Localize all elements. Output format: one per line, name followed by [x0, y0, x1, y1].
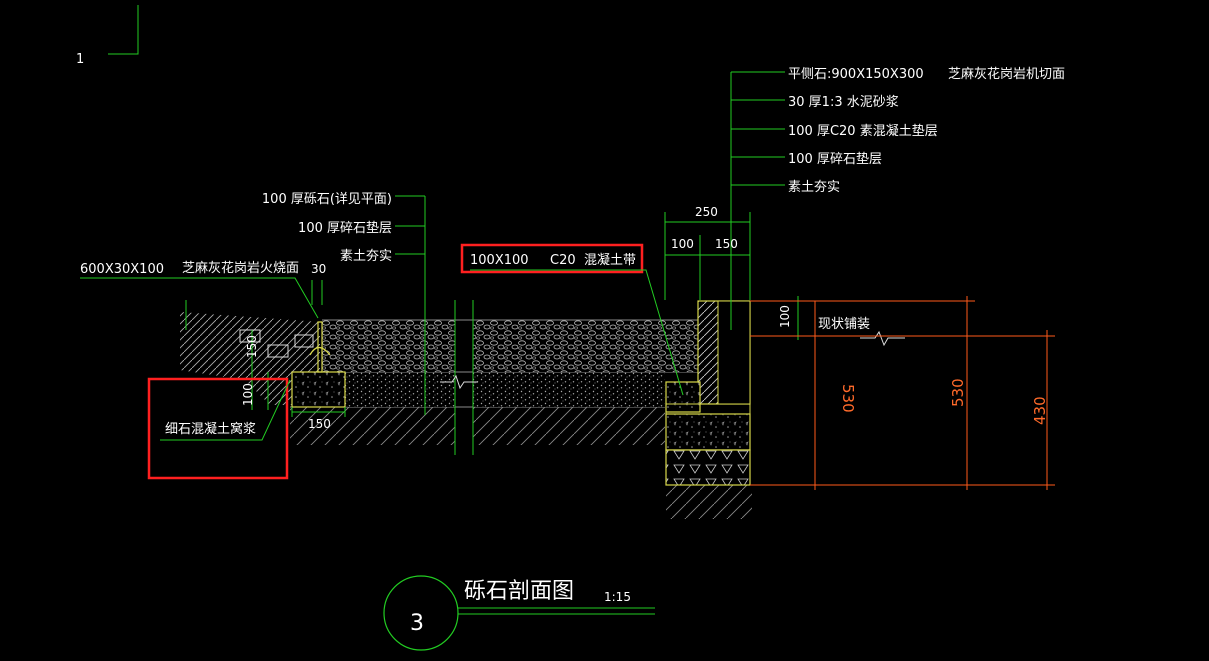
paver-size: 600X30X100 [80, 262, 164, 277]
corner-mark: 1 [76, 5, 139, 67]
left-paving [180, 312, 320, 405]
concrete-band-leader [470, 269, 684, 396]
haunch-leader [160, 379, 291, 441]
paver-dim-lines [311, 280, 323, 305]
paver-material: 芝麻灰花岗岩火烧面 [182, 260, 299, 276]
corner-mark-text: 1 [76, 52, 84, 67]
dim-150: 150 [715, 237, 738, 251]
label-crushed-right: 100 厚碎石垫层 [788, 151, 882, 167]
label-curb-finish: 芝麻灰花岗岩机切面 [948, 66, 1065, 82]
drawing-title: 砾石剖面图 [464, 579, 574, 604]
crushed-stone-layer [345, 371, 700, 407]
dim-250: 250 [695, 205, 718, 219]
paver-leader [80, 277, 319, 319]
existing-label: 现状铺装 [818, 317, 870, 332]
haunch-width-dim [291, 407, 346, 417]
haunch-h: 100 [241, 383, 255, 406]
label-earth-right: 素土夯实 [788, 180, 840, 195]
haunch-block [291, 321, 346, 408]
dim-100: 100 [671, 237, 694, 251]
dim-d2: 530 [949, 378, 967, 407]
concrete-band-grade: C20 [550, 253, 576, 268]
label-c20-bed: 100 厚C20 素混凝土垫层 [788, 123, 938, 139]
top-dimension [664, 212, 751, 300]
break-lines [440, 300, 478, 455]
existing-dim: 100 [778, 305, 792, 328]
gravel-layer [322, 319, 700, 372]
concrete-band-name: 混凝土带 [584, 252, 636, 268]
red-dimensions [750, 296, 1055, 490]
detail-number: 3 [410, 611, 424, 636]
left-leaders [395, 195, 426, 415]
drawing-scale: 1:15 [604, 590, 631, 604]
label-earth: 素土夯实 [340, 249, 392, 264]
label-mortar: 30 厚1:3 水泥砂浆 [788, 95, 899, 110]
haunch-w: 150 [308, 417, 331, 431]
title-block [383, 575, 655, 651]
label-gravel: 100 厚砾石(详见平面) [262, 192, 392, 207]
right-leaders [730, 71, 785, 330]
dim-d3: 430 [1031, 396, 1049, 425]
left-h: 150 [245, 335, 259, 358]
label-crushed: 100 厚碎石垫层 [298, 220, 392, 236]
concrete-band-highlight [460, 243, 644, 274]
haunch-label: 细石混凝土窝浆 [165, 421, 256, 437]
curb-assembly [665, 300, 751, 486]
dim-d1: 530 [839, 384, 857, 413]
earth-layer [290, 406, 752, 519]
label-curb: 平侧石:900X150X300 [788, 67, 924, 82]
haunch-highlight [147, 377, 289, 480]
paver-dim: 30 [311, 262, 326, 276]
concrete-band-size: 100X100 [470, 253, 529, 268]
